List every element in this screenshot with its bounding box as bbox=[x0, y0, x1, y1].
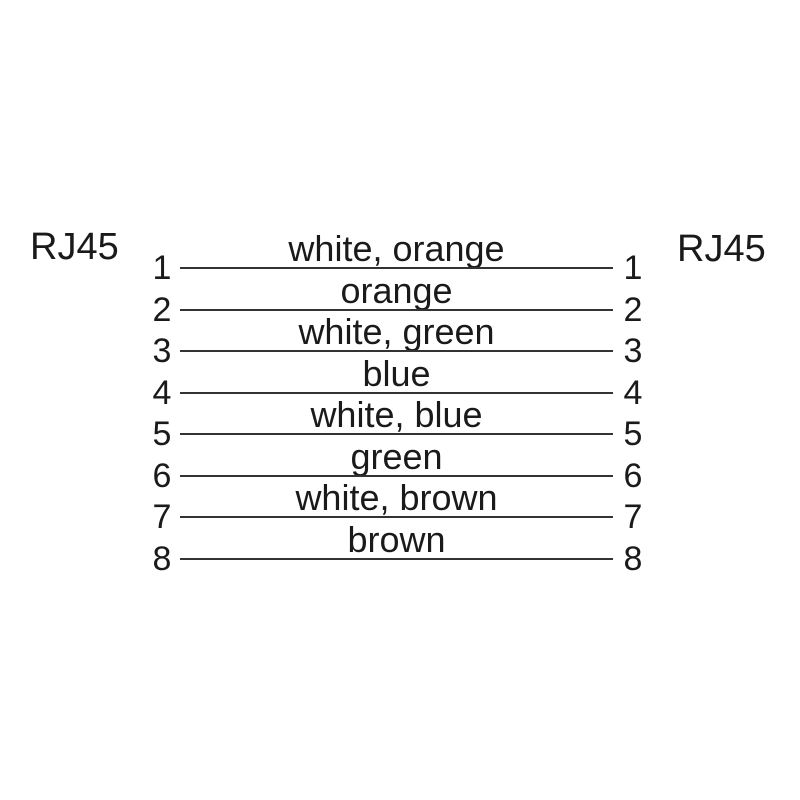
wire-line bbox=[180, 475, 613, 477]
wire-color-label: white, orange bbox=[288, 228, 505, 269]
wire-color-label: orange bbox=[340, 270, 453, 311]
right-pin-number: 4 bbox=[623, 374, 643, 412]
wire-line bbox=[180, 309, 613, 311]
right-pin-number: 1 bbox=[623, 249, 643, 287]
wire-color-label: white, brown bbox=[295, 477, 498, 518]
wire-line bbox=[180, 350, 613, 352]
right-connector-label: RJ45 bbox=[677, 228, 766, 270]
left-connector-label: RJ45 bbox=[30, 226, 119, 268]
right-pin-number: 2 bbox=[623, 291, 643, 329]
left-pin-number: 5 bbox=[152, 415, 172, 453]
wire-color-label: white, green bbox=[298, 311, 495, 352]
wire-line bbox=[180, 558, 613, 560]
wire-color-label: blue bbox=[362, 353, 431, 394]
wire-color-label: brown bbox=[347, 519, 446, 560]
wire-color-label: green bbox=[350, 436, 443, 477]
left-pin-number: 7 bbox=[152, 498, 172, 536]
right-pin-number: 8 bbox=[623, 540, 643, 578]
wire-line bbox=[180, 433, 613, 435]
wire-line bbox=[180, 392, 613, 394]
right-pin-number: 3 bbox=[623, 332, 643, 370]
left-pin-number: 6 bbox=[152, 457, 172, 495]
left-pin-number: 1 bbox=[152, 249, 172, 287]
left-pin-number: 8 bbox=[152, 540, 172, 578]
left-pin-number: 2 bbox=[152, 291, 172, 329]
wire-color-label: white, blue bbox=[310, 394, 483, 435]
right-pin-number: 6 bbox=[623, 457, 643, 495]
wire-line bbox=[180, 267, 613, 269]
left-pin-number: 4 bbox=[152, 374, 172, 412]
left-pin-number: 3 bbox=[152, 332, 172, 370]
right-pin-number: 5 bbox=[623, 415, 643, 453]
wire-line bbox=[180, 516, 613, 518]
right-pin-number: 7 bbox=[623, 498, 643, 536]
